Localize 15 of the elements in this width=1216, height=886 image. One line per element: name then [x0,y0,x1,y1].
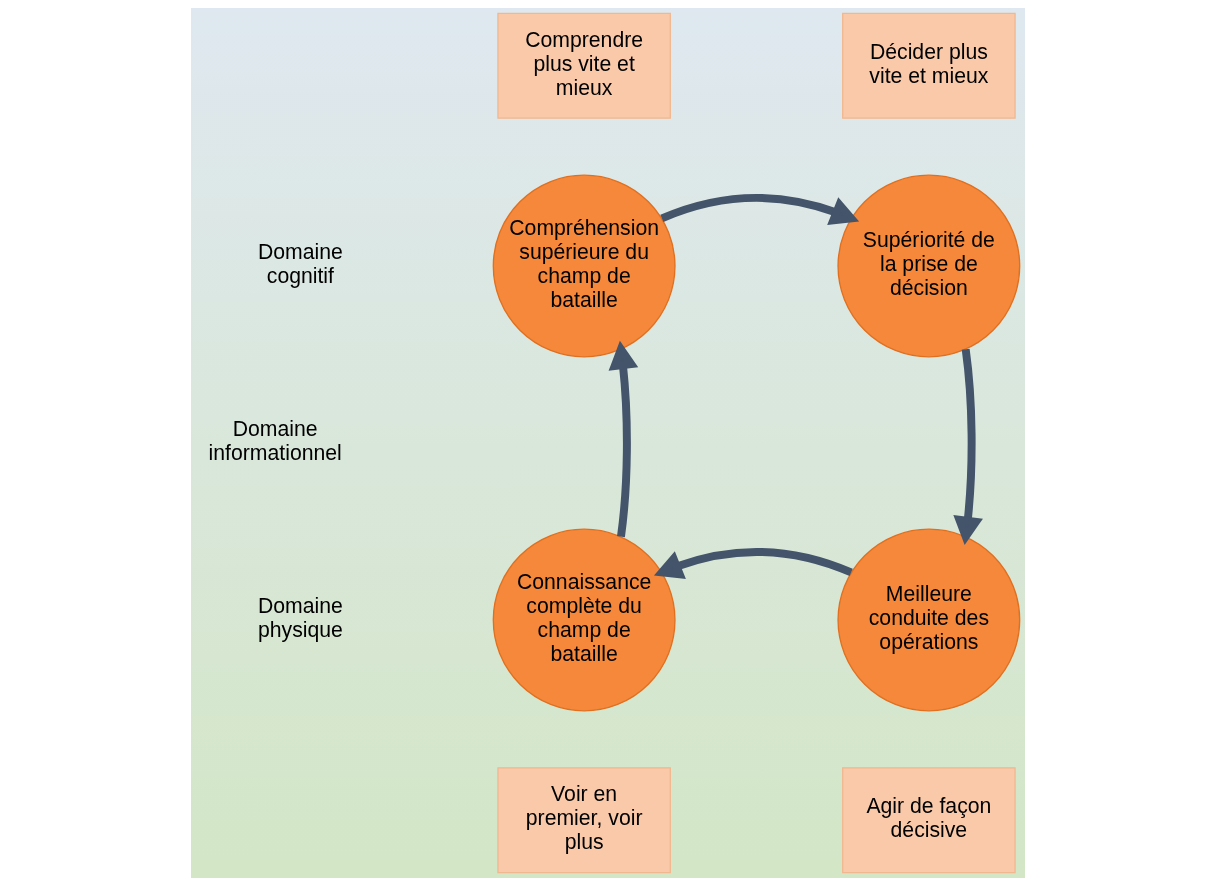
node-circle: Meilleure conduite des opérations [837,528,1021,712]
node-circle: Connaissance complète du champ de bataille [492,528,676,712]
label: Domaine cognitif [257,240,343,287]
node-circle: Compréhension supérieure du champ de bataille [492,174,676,358]
node-circle: Supériorité de la prise de décision [837,174,1021,358]
node-box: Décider plus vite et mieux [842,12,1016,119]
arrow [660,194,860,225]
arrow [953,348,983,546]
label: Domaine physique [257,594,343,641]
arrow [653,548,853,579]
node-box: Voir en premier, voir plus [497,767,671,874]
label: Domaine informationnel [208,417,342,464]
node-box: Agir de façon décisive [842,767,1016,874]
arrow [608,340,639,538]
node-box: Comprendre plus vite et mieux [497,12,671,119]
